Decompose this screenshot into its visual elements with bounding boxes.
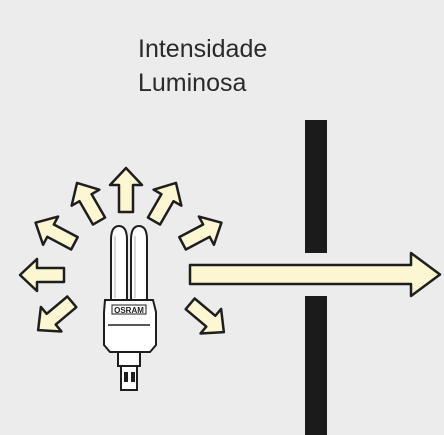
lamp-label xyxy=(111,304,147,315)
light-beam-arrow-icon xyxy=(188,251,442,298)
title-line-2: Luminosa xyxy=(138,69,247,97)
barrier-upper xyxy=(305,120,327,253)
title-line-1: Intensidade xyxy=(138,35,268,63)
cfl-lamp-icon: OSRAM xyxy=(103,224,157,391)
lamp-brand-label: OSRAM xyxy=(114,306,144,315)
barrier-lower xyxy=(305,296,327,435)
